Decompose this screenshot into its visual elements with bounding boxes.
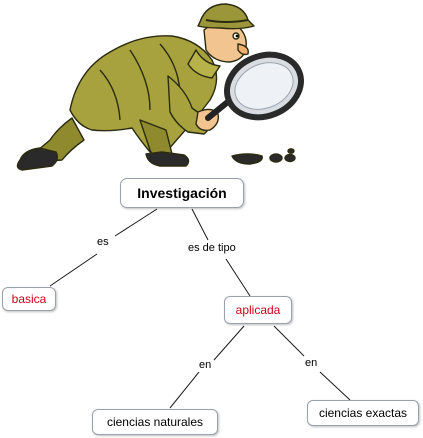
link-en-left-naturales bbox=[169, 371, 200, 409]
detective-nose bbox=[237, 43, 249, 56]
magnifier-lens bbox=[234, 62, 294, 110]
detective-hat bbox=[197, 3, 255, 30]
link-root-es bbox=[114, 208, 158, 237]
concept-node-ciencias-exactas[interactable]: ciencias exactas bbox=[307, 400, 419, 426]
link-es-de-tipo-aplicada bbox=[225, 258, 251, 297]
footprint bbox=[269, 153, 283, 163]
concept-node-basica[interactable]: basica bbox=[2, 287, 56, 311]
footprint bbox=[231, 153, 263, 165]
footprint bbox=[287, 148, 295, 154]
detective-coat-fold bbox=[129, 49, 151, 111]
detective-front-shoe bbox=[145, 151, 190, 167]
concept-node-ciencias-naturales[interactable]: ciencias naturales bbox=[92, 409, 218, 435]
link-en-right-exactas bbox=[319, 371, 351, 401]
detective-hat-band bbox=[205, 19, 249, 23]
link-aplicada-en-right bbox=[273, 325, 305, 357]
concept-node-aplicada[interactable]: aplicada bbox=[224, 296, 292, 324]
link-label-en-left: en bbox=[198, 359, 213, 372]
link-label-en-right: en bbox=[304, 357, 319, 370]
detective-back-shoe bbox=[16, 147, 59, 171]
detective-coat-fold bbox=[99, 69, 121, 121]
detective-collar bbox=[187, 49, 221, 79]
link-root-es-de-tipo bbox=[191, 208, 209, 241]
link-label-es: es bbox=[96, 236, 110, 249]
link-es-basica bbox=[49, 253, 98, 287]
footprint bbox=[284, 153, 296, 163]
link-label-es-de-tipo: es de tipo bbox=[187, 242, 237, 255]
link-aplicada-en-left bbox=[213, 325, 245, 361]
detective-illustration bbox=[16, 3, 304, 171]
concept-node-investigacion[interactable]: Investigación bbox=[120, 178, 244, 208]
